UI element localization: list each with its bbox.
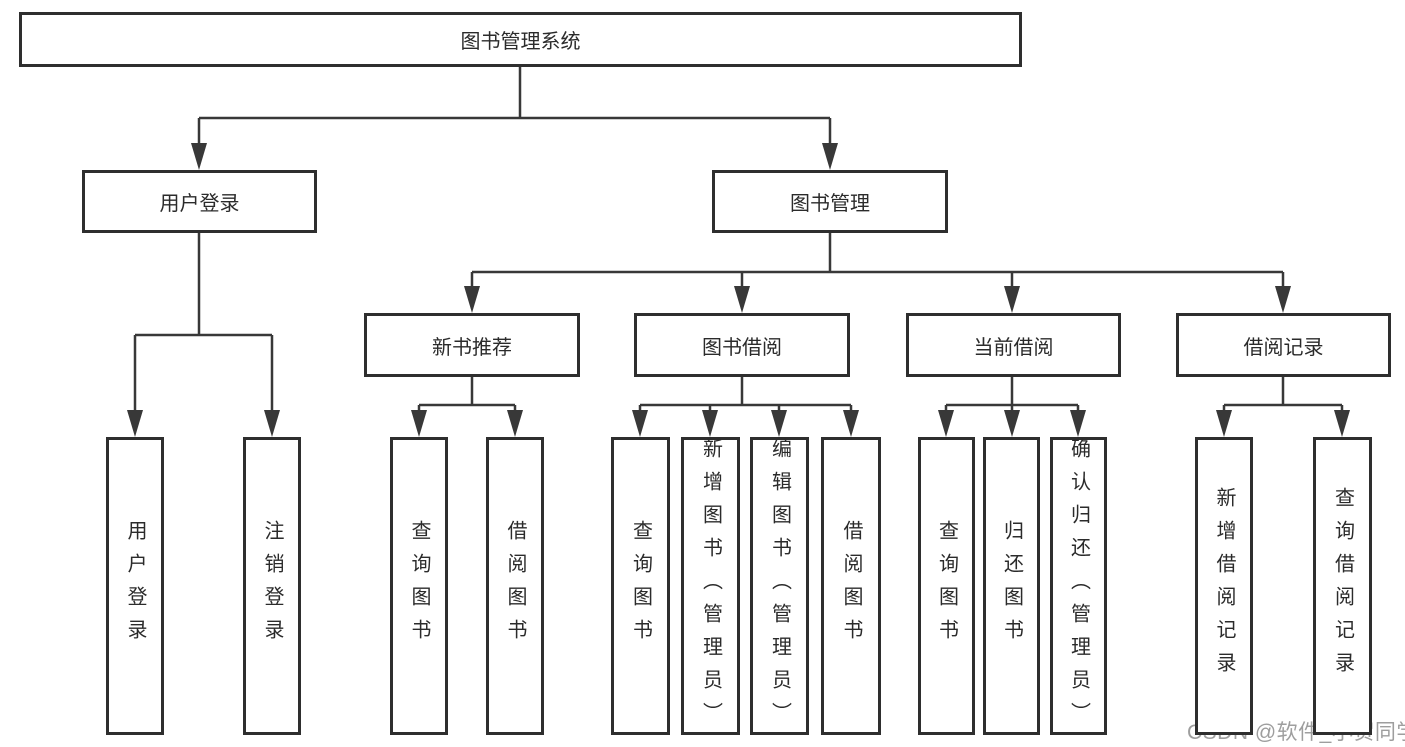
node-root-system: 图书管理系统	[19, 12, 1022, 67]
node-label: 查询图书	[408, 520, 430, 652]
arrowhead	[507, 410, 523, 437]
arrowhead	[632, 410, 648, 437]
arrowhead	[702, 410, 718, 437]
arrowhead	[1070, 410, 1086, 437]
arrowhead	[127, 410, 143, 437]
arrowhead	[771, 410, 787, 437]
leaf-newbook-query-books: 查询图书	[390, 437, 448, 735]
node-label: 当前借阅	[973, 336, 1054, 359]
leaf-borrowing-borrow-books: 借阅图书	[821, 437, 881, 735]
arrowhead	[191, 143, 207, 170]
node-label: 借阅图书	[504, 520, 526, 652]
arrowhead	[843, 410, 859, 437]
node-label: 借阅记录	[1243, 336, 1324, 359]
node-label: 图书管理系统	[460, 31, 581, 53]
leaf-logout: 注销登录	[243, 437, 301, 735]
node-label: 图书管理	[790, 193, 870, 215]
node-label: 用户登录	[159, 193, 240, 215]
arrowheads	[127, 143, 1350, 437]
node-label: 查询借阅记录	[1331, 487, 1354, 685]
node-label: 图书借阅	[702, 336, 782, 359]
node-new-book-recommend: 新书推荐	[364, 313, 580, 377]
leaf-borrowing-query-books: 查询图书	[611, 437, 670, 735]
arrowhead	[1004, 410, 1020, 437]
leaf-records-add-borrow-record: 新增借阅记录	[1195, 437, 1253, 735]
node-label: 编辑图书（管理员）	[768, 437, 791, 735]
node-label: 确认归还（管理员）	[1067, 437, 1090, 735]
arrowhead	[264, 410, 280, 437]
node-label: 新书推荐	[432, 336, 512, 359]
arrowhead	[411, 410, 427, 437]
leaf-current-confirm-return-admin: 确认归还（管理员）	[1050, 437, 1107, 735]
leaf-newbook-borrow-books: 借阅图书	[486, 437, 544, 735]
node-book-management-branch: 图书管理	[712, 170, 948, 233]
node-label: 注销登录	[261, 520, 283, 652]
leaf-borrowing-add-books-admin: 新增图书（管理员）	[681, 437, 740, 735]
node-label: 用户登录	[124, 520, 146, 652]
arrowhead	[1004, 286, 1020, 313]
node-label: 新增图书（管理员）	[699, 437, 722, 735]
arrowhead	[1275, 286, 1291, 313]
leaf-user-login: 用户登录	[106, 437, 164, 735]
node-label: 查询图书	[629, 520, 652, 652]
arrowhead	[734, 286, 750, 313]
arrowhead	[1216, 410, 1232, 437]
node-label: 借阅图书	[840, 520, 862, 652]
node-borrowing-records: 借阅记录	[1176, 313, 1391, 377]
node-label: 查询图书	[935, 520, 958, 652]
arrowhead	[938, 410, 954, 437]
arrowhead	[1334, 410, 1350, 437]
arrowhead	[822, 143, 838, 170]
node-label: 新增借阅记录	[1213, 487, 1235, 685]
node-current-borrowing: 当前借阅	[906, 313, 1121, 377]
leaf-current-query-books: 查询图书	[918, 437, 975, 735]
arrowhead	[464, 286, 480, 313]
leaf-records-query-borrow-record: 查询借阅记录	[1313, 437, 1372, 735]
node-user-login-branch: 用户登录	[82, 170, 317, 233]
leaf-borrowing-edit-books-admin: 编辑图书（管理员）	[750, 437, 809, 735]
leaf-current-return-books: 归还图书	[983, 437, 1040, 735]
node-label: 归还图书	[1000, 520, 1023, 652]
node-book-borrowing: 图书借阅	[634, 313, 850, 377]
